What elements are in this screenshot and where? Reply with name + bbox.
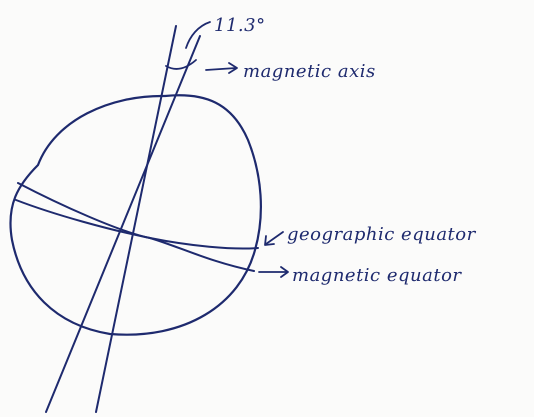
magnetic-axis-line: [45, 35, 201, 413]
magnetic-equator-label: magnetic equator: [292, 265, 462, 286]
tilt-angle-arc: [165, 59, 197, 70]
magnetic-equator-line: [15, 199, 255, 272]
angle-label: 11.3°: [214, 15, 266, 36]
geographic-equator-line: [17, 182, 259, 250]
magnetic-equator-arrowhead: [280, 266, 289, 278]
earth-circle: [9, 94, 262, 336]
magnetic-axis-arrow: [205, 67, 237, 71]
geographic-equator-arrow: [265, 231, 284, 245]
magnetic-axis-arrowhead: [228, 62, 238, 74]
magnetic-axis-label: magnetic axis: [243, 61, 376, 82]
geographic-axis-line: [95, 25, 177, 413]
angle-label-pointer: [185, 21, 211, 49]
geographic-equator-label: geographic equator: [287, 224, 477, 245]
geographic-equator-arrowhead: [264, 235, 275, 246]
